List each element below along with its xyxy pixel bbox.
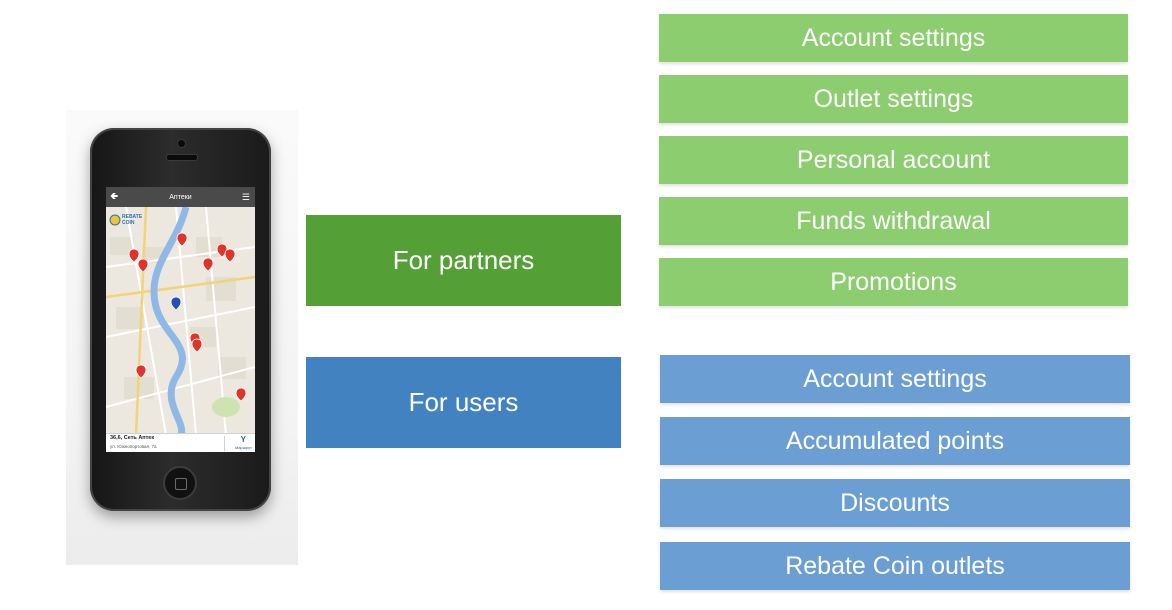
user-item-account-settings: Account settings xyxy=(660,355,1130,403)
route-label[interactable]: Маршрут xyxy=(234,445,252,450)
camera-icon xyxy=(177,139,186,148)
map-view[interactable]: REBATE COIN xyxy=(106,207,255,435)
partner-item-outlet-settings: Outlet settings xyxy=(659,75,1128,123)
phone-mockup: 🢀 Аптеки ☰ xyxy=(90,128,271,511)
arrow-left-icon[interactable]: 🢀 xyxy=(110,191,119,202)
partner-item-funds-withdrawal: Funds withdrawal xyxy=(659,197,1128,245)
svg-text:REBATE: REBATE xyxy=(122,214,143,220)
info-bar[interactable]: 36,6, Сеть Аптек ул. Южнопортовая, 7а Y … xyxy=(106,433,255,452)
nav-title: Аптеки xyxy=(169,193,192,201)
current-location-pin xyxy=(170,296,182,311)
info-title: 36,6, Сеть Аптек xyxy=(110,435,155,441)
info-address: ул. Южнопортовая, 7а xyxy=(110,444,157,449)
rebate-coin-logo: REBATE COIN xyxy=(109,214,143,226)
list-icon[interactable]: ☰ xyxy=(241,192,250,202)
user-item-rebate-coin-outlets: Rebate Coin outlets xyxy=(660,542,1130,590)
route-divider xyxy=(224,436,225,451)
partner-item-promotions: Promotions xyxy=(659,258,1128,306)
speaker-grille xyxy=(166,154,198,161)
partner-item-personal-account: Personal account xyxy=(659,136,1128,184)
partner-item-account-settings: Account settings xyxy=(659,14,1128,62)
for-partners-box: For partners xyxy=(306,215,621,306)
user-item-discounts: Discounts xyxy=(660,479,1130,527)
svg-text:COIN: COIN xyxy=(122,220,135,226)
user-item-accumulated-points: Accumulated points xyxy=(660,417,1130,465)
phone-screen: 🢀 Аптеки ☰ xyxy=(106,187,255,452)
for-users-box: For users xyxy=(306,357,621,448)
home-button[interactable] xyxy=(163,466,197,500)
app-nav-bar: 🢀 Аптеки ☰ xyxy=(106,187,255,207)
route-icon[interactable]: Y xyxy=(240,435,246,444)
